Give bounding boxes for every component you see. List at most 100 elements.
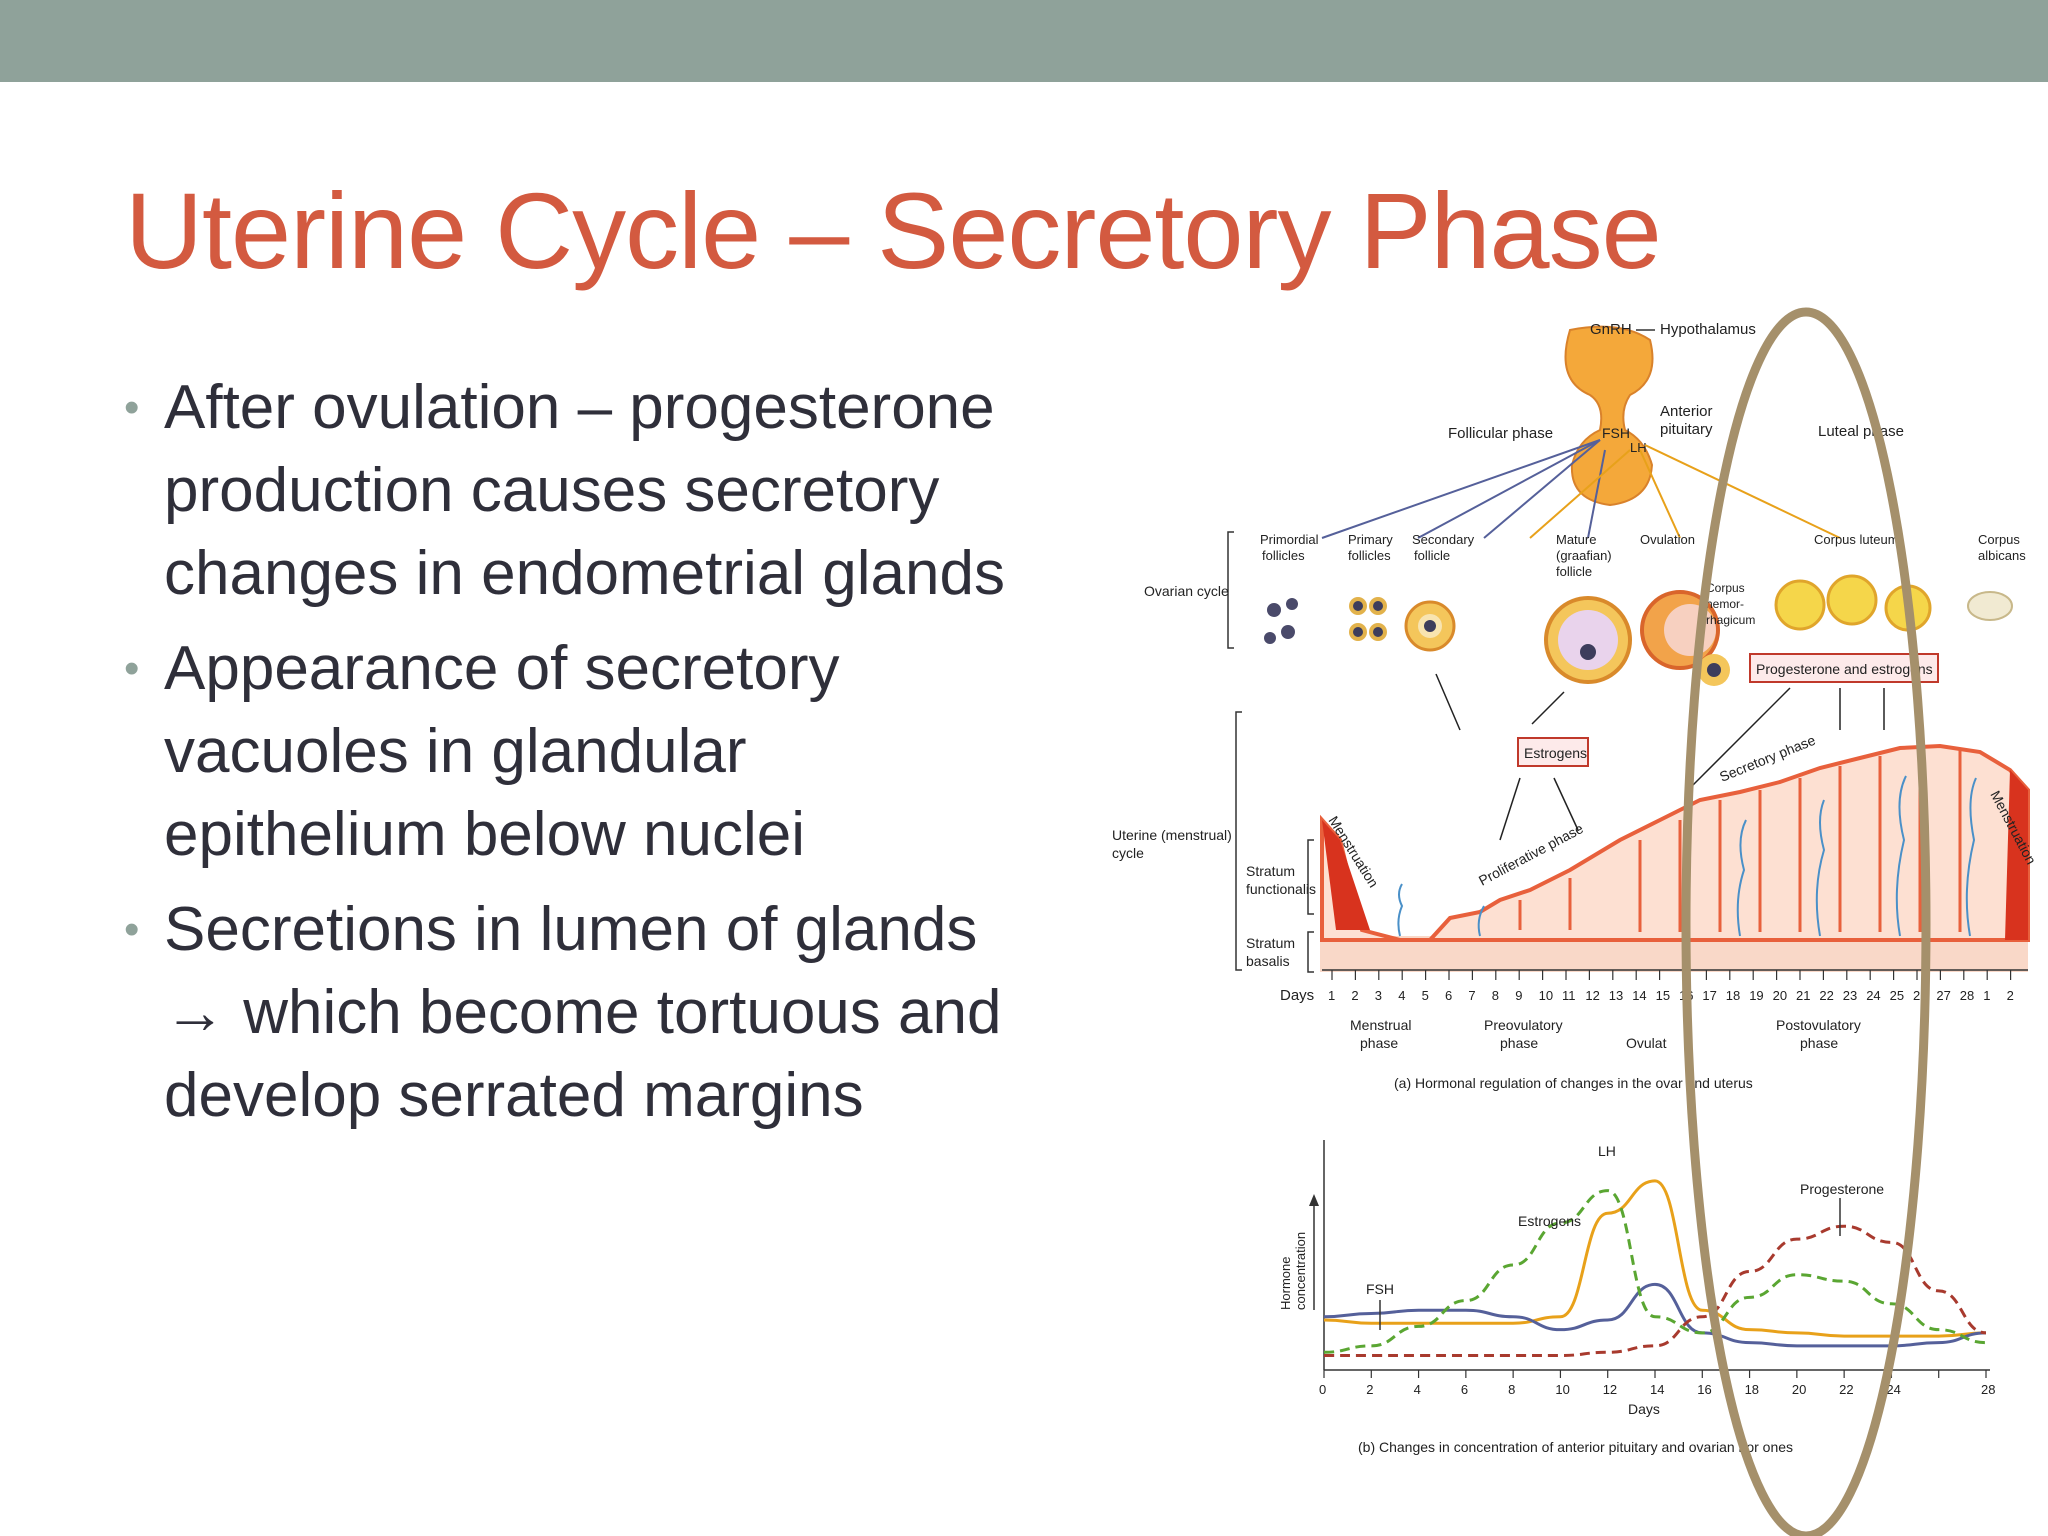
stage-label: Mature [1556,532,1596,547]
stage-label: Ovulation [1640,532,1695,547]
day-tick-label: 18 [1726,988,1740,1003]
bullet-item: •Secretions in lumen of glands→ which be… [118,888,1118,1137]
chart-tick-label: 0 [1319,1382,1326,1397]
follicular-phase-label: Follicular phase [1448,425,1553,442]
stratum-functionalis-label: Stratum [1246,863,1295,879]
bullet-line: Appearance of secretory [164,634,840,703]
primary-follicles [1349,597,1387,641]
stage-label: follicle [1556,564,1592,579]
figure-b-caption: (b) Changes in concentration of anterior… [1358,1439,1793,1455]
bullet-line: production causes secretory [164,456,940,525]
diagram-arrows [1435,673,1885,841]
stage-label: Secondary [1412,532,1475,547]
chart-tick-label: 16 [1697,1382,1711,1397]
bullet-line: → which become tortuous and [164,978,1002,1047]
day-tick-label: 1 [1983,988,1990,1003]
day-tick-label: 17 [1702,988,1716,1003]
estrogens-box [1517,737,1589,767]
bullet-line: epithelium below nuclei [164,800,806,869]
y-arrow-head [1309,1194,1319,1206]
corpus-luteum [1774,574,1932,632]
series-line-progesterone [1324,1224,1987,1358]
chart-tick-label: 10 [1555,1382,1569,1397]
chart-tick-label: 18 [1745,1382,1759,1397]
day-tick-label: 23 [1843,988,1857,1003]
chart-ylabel: concentration [1293,1232,1308,1310]
bullet-line: vacuoles in glandular [164,717,747,786]
phase-label: phase [1360,1035,1398,1051]
bullet-line: After ovulation – progesterone [164,373,995,442]
prog-estrogens-box [1749,653,1939,683]
phase-label: phase [1500,1035,1538,1051]
day-tick-label: 2 [2007,988,2014,1003]
chart-tick-label: 22 [1839,1382,1853,1397]
corpus-albicans [1967,591,2013,621]
phase-label: phase [1800,1035,1838,1051]
chart-tick-label: 4 [1414,1382,1421,1397]
stage-label: albicans [1978,548,2026,563]
corpus-hemorrhagicum [1698,654,1730,686]
chart-tick-label: 6 [1461,1382,1468,1397]
chart-tick-label: 24 [1886,1382,1900,1397]
phase-label: Ovulat [1626,1035,1667,1051]
day-tick-label: 3 [1375,988,1382,1003]
phase-label: Menstrual [1350,1017,1411,1033]
progesterone-annotation: Progesterone [1800,1181,1884,1197]
days-axis-label: Days [1280,987,1314,1004]
day-tick-label: 5 [1422,988,1429,1003]
day-tick-label: 2 [1351,988,1358,1003]
anterior-pituitary-label: pituitary [1660,421,1713,438]
bullet-dot-icon: • [124,644,140,693]
stage-label: (graafian) [1556,548,1612,563]
hypothalamus-label: Hypothalamus [1660,321,1756,338]
stratum-basalis-label: basalis [1246,953,1290,969]
ovarian-cycle-label: Ovarian cycle [1144,583,1229,599]
stage-label: Primordial [1260,532,1319,547]
mature-follicle [1544,596,1632,684]
uterine-bracket [1235,711,1242,971]
day-tick-label: 9 [1515,988,1522,1003]
phase-label: Postovulatory [1776,1017,1861,1033]
ovarian-bracket [1227,531,1234,649]
corpus-hem-label: hemor- [1706,597,1744,611]
stratum-basalis-label: Stratum [1246,935,1295,951]
day-tick-label: 8 [1492,988,1499,1003]
phase-label: Preovulatory [1484,1017,1563,1033]
bullet-line: develop serrated margins [164,1061,864,1130]
fsh-annotation: FSH [1366,1281,1394,1297]
series-line-lh [1323,1179,1987,1338]
stratum-brackets [1307,839,1314,973]
day-tick-label: 20 [1773,988,1787,1003]
day-tick-label: 24 [1866,988,1880,1003]
stage-label: Primary [1348,532,1393,547]
day-tick-label: 19 [1749,988,1763,1003]
luteal-phase-label: Luteal phase [1818,423,1904,440]
chart-tick-label: 14 [1650,1382,1664,1397]
stage-label: follicle [1414,548,1450,563]
menstrual-cycle-figure: GnRH Hypothalamus Anterior pituitary FSH… [1100,300,2040,1536]
day-tick-label: 13 [1609,988,1623,1003]
corpus-hem-label: Corpus [1706,581,1745,595]
chart-series [1323,1179,1987,1358]
day-tick-label: 28 [1960,988,1974,1003]
uterine-cycle-label: Uterine (menstrual) [1112,827,1232,843]
anterior-pituitary-label: Anterior [1660,403,1713,420]
lh-annotation: LH [1598,1143,1616,1159]
day-tick-label: 22 [1819,988,1833,1003]
glands [1518,748,1962,932]
figure-a-caption: (a) Hormonal regulation of changes in th… [1394,1075,1753,1091]
day-tick-label: 1 [1328,988,1335,1003]
bullet-dot-icon: • [124,383,140,432]
estrogens-annotation: Estrogens [1518,1213,1581,1229]
stage-label: follicles [1262,548,1305,563]
day-tick-label: 6 [1445,988,1452,1003]
spiral-arteries [1397,775,1977,937]
day-tick-label: 12 [1585,988,1599,1003]
bullet-line: changes in endometrial glands [164,539,1005,608]
highlight-ellipse [1681,307,1931,1536]
chart-tick-label: 20 [1792,1382,1806,1397]
series-line-estrogens [1323,1189,1987,1354]
